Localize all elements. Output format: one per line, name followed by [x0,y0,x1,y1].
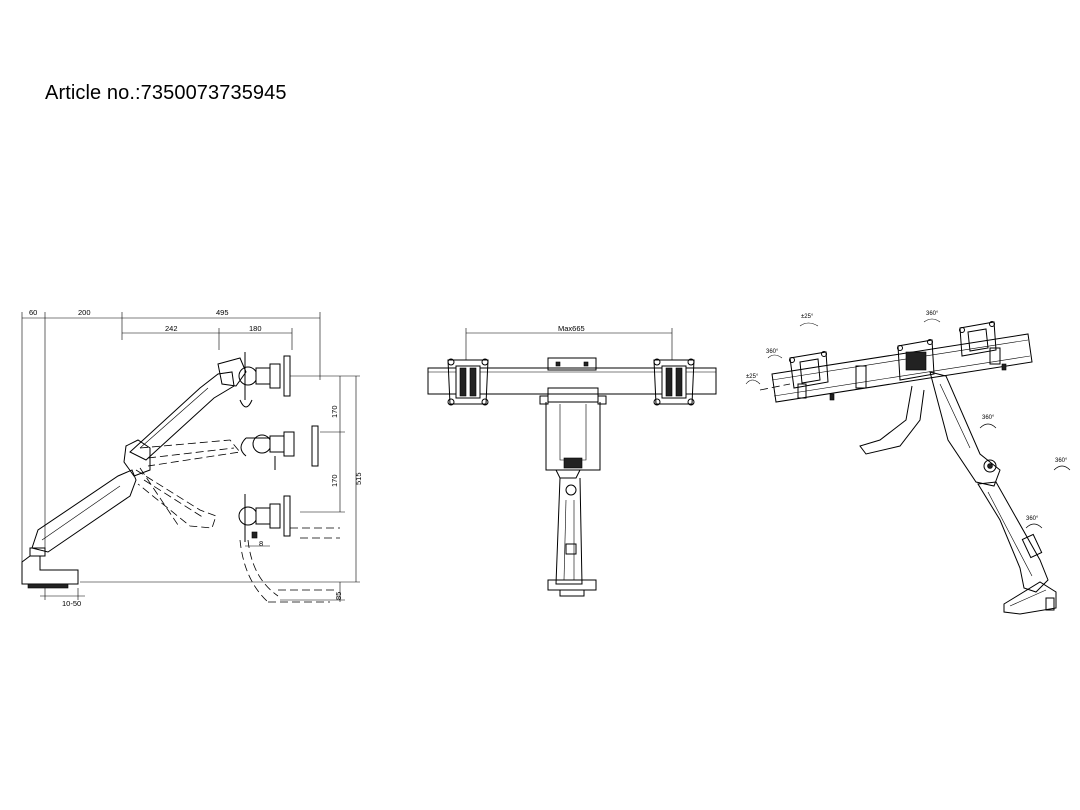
dim-max-665: Max665 [558,324,585,333]
upper-arm-top [129,357,247,461]
dim-170-lower: 170 [330,474,339,487]
label-pivot-arm: 360° [982,415,995,421]
article-number: Article no.:7350073735945 [45,82,287,104]
pole [555,469,583,585]
iso-arm [929,371,1049,593]
side-view: 60 200 495 242 180 170 170 515 85 [21,308,363,608]
side-right-dimensions: 170 170 515 85 [80,375,363,602]
dim-180: 180 [249,324,262,333]
front-view: Max665 [427,324,717,597]
dim-10-50: 10-50 [62,599,81,608]
vesa-plate-left [447,358,489,406]
rotate-arrow-icon [1025,523,1043,529]
dim-8: 8 [259,539,263,548]
iso-plate-right [959,321,997,357]
iso-crossbar [771,333,1033,403]
label-pivot-mid: 360° [1026,516,1039,522]
iso-plate-center [897,339,935,381]
rotate-arrow-icon [767,354,783,359]
dim-242: 242 [165,324,178,333]
iso-clamp [1003,581,1057,615]
dim-515: 515 [354,472,363,485]
iso-view: ±25° 360° ±25° 360° 360° 360° 360° [745,311,1071,615]
crossbar [427,367,717,395]
vesa-plate-right [653,358,695,406]
rotate-arrow-icon [979,423,997,429]
center-mount [539,357,607,471]
upper-arm-alt-positions [135,439,241,529]
label-rot-center: 360° [926,311,939,317]
front-clamp [547,579,597,597]
iso-plate-left [789,351,829,399]
label-tilt-far-left: ±25° [746,374,759,380]
rotation-arrows [745,318,1071,529]
iso-handle [859,385,925,455]
tilt-head-middle [240,425,319,470]
dim-170-upper: 170 [330,405,339,418]
dim-85: 85 [334,592,343,600]
tilt-head-top [238,352,291,408]
desk-clamp: 10-50 [21,547,85,608]
rotate-arrow-icon [923,318,941,323]
dim-60: 60 [29,308,37,317]
label-pivot-base: 360° [1055,458,1068,464]
side-top-dimensions: 60 200 495 242 180 [21,308,321,580]
rotate-arrow-icon [745,379,761,385]
dim-200: 200 [78,308,91,317]
rotate-arrow-icon [1053,465,1071,471]
label-rot-left: 360° [766,349,779,355]
lower-arm [31,439,151,553]
rotate-arrow-icon [799,322,819,327]
label-tilt-left: ±25° [801,314,814,320]
dim-495: 495 [216,308,229,317]
rotation-envelope [239,527,340,603]
tilt-head-bottom: 8 [238,494,291,548]
